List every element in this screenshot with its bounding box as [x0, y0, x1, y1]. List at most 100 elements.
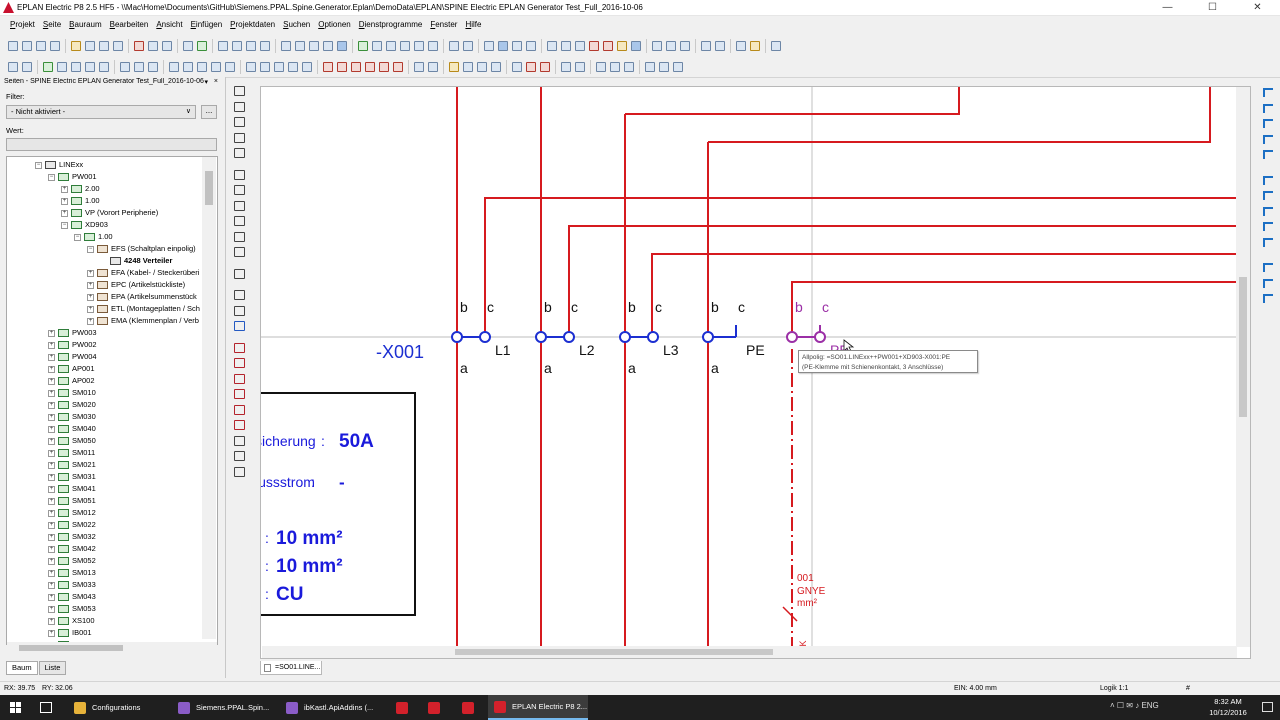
taskbar-app-5[interactable]: [456, 695, 482, 720]
collapse-icon[interactable]: −: [61, 221, 68, 229]
expand-icon[interactable]: +: [48, 329, 55, 337]
toolbar-tool-icon[interactable]: [260, 41, 270, 51]
drawing-tool-icon[interactable]: [234, 247, 245, 257]
connection-symbol-icon[interactable]: [1263, 103, 1273, 113]
tree-node[interactable]: +SM041: [48, 483, 96, 495]
menu-item-10[interactable]: Fenster: [426, 20, 461, 29]
expand-icon[interactable]: +: [48, 509, 55, 517]
toolbar-tool-icon[interactable]: [288, 61, 298, 72]
drawing-tool-icon[interactable]: [234, 420, 245, 430]
schematic-drawing[interactable]: bcaL1bcaL2bcaL3bcaPEbcPE-X001sicherung:5…: [261, 87, 1251, 659]
toolbar-tool-icon[interactable]: [617, 41, 627, 51]
toolbar-tool-icon[interactable]: [673, 61, 683, 72]
drawing-tool-icon[interactable]: [234, 404, 245, 415]
expand-icon[interactable]: +: [61, 197, 68, 205]
terminal-connection-point[interactable]: [647, 331, 659, 343]
tree-horizontal-scrollbar[interactable]: [7, 642, 217, 654]
tree-node[interactable]: +SM050: [48, 435, 96, 447]
tree-node[interactable]: +SM052: [48, 555, 96, 567]
toolbar-tool-icon[interactable]: [463, 41, 473, 51]
terminal-connection-point[interactable]: [786, 331, 798, 343]
toolbar-tool-icon[interactable]: [484, 41, 494, 51]
taskbar-clock[interactable]: 8:32 AM 10/12/2016: [1198, 696, 1258, 718]
collapse-icon[interactable]: −: [74, 233, 81, 241]
toolbar-tool-icon[interactable]: [498, 41, 508, 51]
tree-node[interactable]: +SM051: [48, 495, 96, 507]
tree-node[interactable]: +SM021: [48, 459, 96, 471]
tree-vertical-scrollbar[interactable]: [202, 157, 216, 639]
connection-symbol-icon[interactable]: [1263, 150, 1273, 159]
tree-node[interactable]: +SM033: [48, 579, 96, 591]
drawing-tool-icon[interactable]: [234, 290, 245, 300]
expand-icon[interactable]: +: [87, 317, 94, 325]
toolbar-tool-icon[interactable]: [8, 61, 18, 72]
tree-node[interactable]: +AP001: [48, 363, 95, 375]
toolbar-tool-icon[interactable]: [589, 41, 599, 51]
expand-icon[interactable]: +: [87, 293, 94, 301]
canvas-vertical-scrollbar[interactable]: [1236, 87, 1250, 647]
toolbar-tool-icon[interactable]: [134, 61, 144, 72]
toolbar-tool-icon[interactable]: [57, 61, 67, 72]
expand-icon[interactable]: +: [48, 389, 55, 397]
toolbar-tool-icon[interactable]: [211, 61, 221, 72]
toolbar-tool-icon[interactable]: [393, 61, 403, 72]
toolbar-tool-icon[interactable]: [71, 61, 81, 72]
task-view-icon[interactable]: [40, 702, 52, 713]
tree-node[interactable]: +EMA (Klemmenplan / Verb: [87, 315, 199, 327]
expand-icon[interactable]: +: [48, 545, 55, 553]
toolbar-tool-icon[interactable]: [365, 61, 375, 72]
toolbar-tool-icon[interactable]: [232, 41, 242, 51]
toolbar-tool-icon[interactable]: [85, 41, 95, 51]
scrollbar-thumb[interactable]: [205, 171, 213, 205]
toolbar-tool-icon[interactable]: [134, 41, 144, 51]
menu-item-2[interactable]: Bauraum: [65, 20, 105, 29]
toolbar-tool-icon[interactable]: [246, 41, 256, 51]
toolbar-tool-icon[interactable]: [22, 41, 32, 51]
panel-close-icon[interactable]: ×: [213, 78, 218, 85]
potential-wire[interactable]: [484, 197, 1251, 337]
toolbar-tool-icon[interactable]: [218, 41, 228, 51]
expand-icon[interactable]: +: [48, 461, 55, 469]
connection-symbol-icon[interactable]: [1263, 119, 1273, 128]
toolbar-tool-icon[interactable]: [666, 41, 676, 51]
toolbar-tool-icon[interactable]: [596, 61, 606, 72]
toolbar-tool-icon[interactable]: [449, 41, 459, 51]
toolbar-tool-icon[interactable]: [99, 61, 109, 72]
toolbar-tool-icon[interactable]: [645, 61, 655, 72]
collapse-icon[interactable]: −: [35, 161, 42, 169]
schematic-canvas[interactable]: bcaL1bcaL2bcaL3bcaPEbcPE-X001sicherung:5…: [260, 86, 1251, 659]
notification-icon[interactable]: [1262, 702, 1273, 712]
tree-node[interactable]: −PW001: [48, 171, 97, 183]
toolbar-tool-icon[interactable]: [379, 61, 389, 72]
drawing-tool-icon[interactable]: [234, 268, 245, 279]
toolbar-tool-icon[interactable]: [183, 41, 193, 51]
drawing-tool-icon[interactable]: [234, 358, 245, 368]
tree-node[interactable]: +SM022: [48, 519, 96, 531]
toolbar-tool-icon[interactable]: [526, 41, 536, 51]
connection-symbol-icon[interactable]: [1263, 263, 1273, 272]
connection-symbol-icon[interactable]: [1263, 278, 1273, 288]
drawing-tool-icon[interactable]: [234, 435, 245, 446]
menu-item-11[interactable]: Hilfe: [461, 20, 485, 29]
connection-symbol-icon[interactable]: [1263, 206, 1273, 216]
toolbar-tool-icon[interactable]: [351, 61, 361, 72]
wert-input[interactable]: [6, 138, 217, 151]
toolbar-tool-icon[interactable]: [750, 41, 760, 51]
toolbar-tool-icon[interactable]: [120, 61, 130, 72]
toolbar-tool-icon[interactable]: [43, 61, 53, 72]
expand-icon[interactable]: +: [48, 425, 55, 433]
toolbar-tool-icon[interactable]: [512, 41, 522, 51]
terminal-connection-point[interactable]: [619, 331, 631, 343]
drawing-tool-icon[interactable]: [234, 389, 245, 399]
connection-symbol-icon[interactable]: [1263, 88, 1273, 97]
toolbar-tool-icon[interactable]: [701, 41, 711, 51]
expand-icon[interactable]: +: [48, 413, 55, 421]
potential-wire[interactable]: [791, 281, 1251, 337]
tree-node[interactable]: +SM030: [48, 411, 96, 423]
expand-icon[interactable]: +: [61, 185, 68, 193]
toolbar-tool-icon[interactable]: [148, 61, 158, 72]
expand-icon[interactable]: +: [87, 269, 94, 277]
toolbar-tool-icon[interactable]: [8, 41, 18, 51]
drawing-tool-icon[interactable]: [234, 216, 245, 226]
drawing-tool-icon[interactable]: [234, 185, 245, 195]
